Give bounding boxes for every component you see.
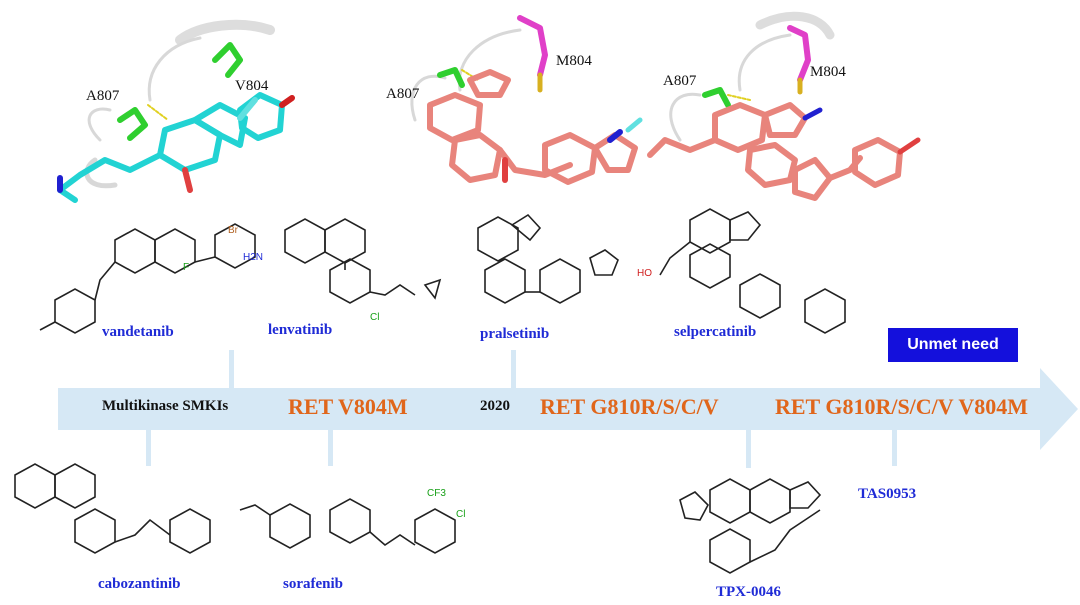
residue-label: A807 — [663, 73, 697, 89]
timeline-arrow — [58, 368, 1078, 450]
atom-label: Br — [228, 225, 238, 236]
atom-label: Cl — [456, 509, 466, 520]
structure-pralsetinib — [410, 15, 643, 185]
timeline-label-v804m: RET V804M — [288, 394, 408, 419]
atom-label: HO — [637, 268, 652, 279]
timeline-label-g810-v804m: RET G810R/S/C/V V804M — [775, 394, 1029, 419]
connector-sorafenib — [328, 428, 333, 466]
chem-cabozantinib — [14, 463, 211, 554]
atom-label: CF3 — [427, 488, 446, 499]
connector-tpx — [746, 428, 751, 468]
connector-tas — [892, 428, 897, 466]
chem-lenvatinib — [284, 218, 442, 304]
drug-label-cabozantinib: cabozantinib — [98, 576, 181, 592]
residue-label: M804 — [810, 64, 846, 80]
connector-cabozantinib — [146, 428, 151, 466]
residue-label: A807 — [86, 88, 120, 104]
drug-label-tas0953: TAS0953 — [858, 486, 917, 502]
atom-label: H2N — [243, 252, 264, 263]
residue-label: V804 — [235, 78, 269, 94]
drug-label-pralsetinib: pralsetinib — [480, 326, 550, 342]
structure-selpercatinib — [647, 11, 921, 201]
chem-sorafenib — [239, 498, 456, 554]
timeline-label-year: 2020 — [480, 398, 510, 414]
drug-label-selpercatinib: selpercatinib — [674, 324, 757, 340]
residue-label: M804 — [556, 53, 592, 69]
chem-vandetanib — [39, 223, 256, 334]
unmet-need-badge: Unmet need — [888, 328, 1018, 362]
structure-vandetanib — [57, 19, 295, 203]
drug-label-tpx0046: TPX-0046 — [716, 584, 781, 600]
chem-tpx0046 — [679, 478, 822, 574]
chem-selpercatinib — [659, 208, 846, 334]
residue-label: A807 — [386, 86, 420, 102]
chem-pralsetinib — [477, 213, 619, 304]
drug-label-lenvatinib: lenvatinib — [268, 322, 333, 338]
connector-pralsetinib — [511, 350, 516, 390]
drug-label-sorafenib: sorafenib — [283, 576, 343, 592]
drug-label-vandetanib: vandetanib — [102, 324, 174, 340]
timeline-label-multikinase: Multikinase SMKIs — [102, 398, 229, 414]
connector-vandetanib — [229, 350, 234, 390]
atom-label: F — [183, 262, 190, 273]
timeline-label-g810: RET G810R/S/C/V — [540, 394, 719, 419]
atom-label: Cl — [370, 312, 380, 323]
